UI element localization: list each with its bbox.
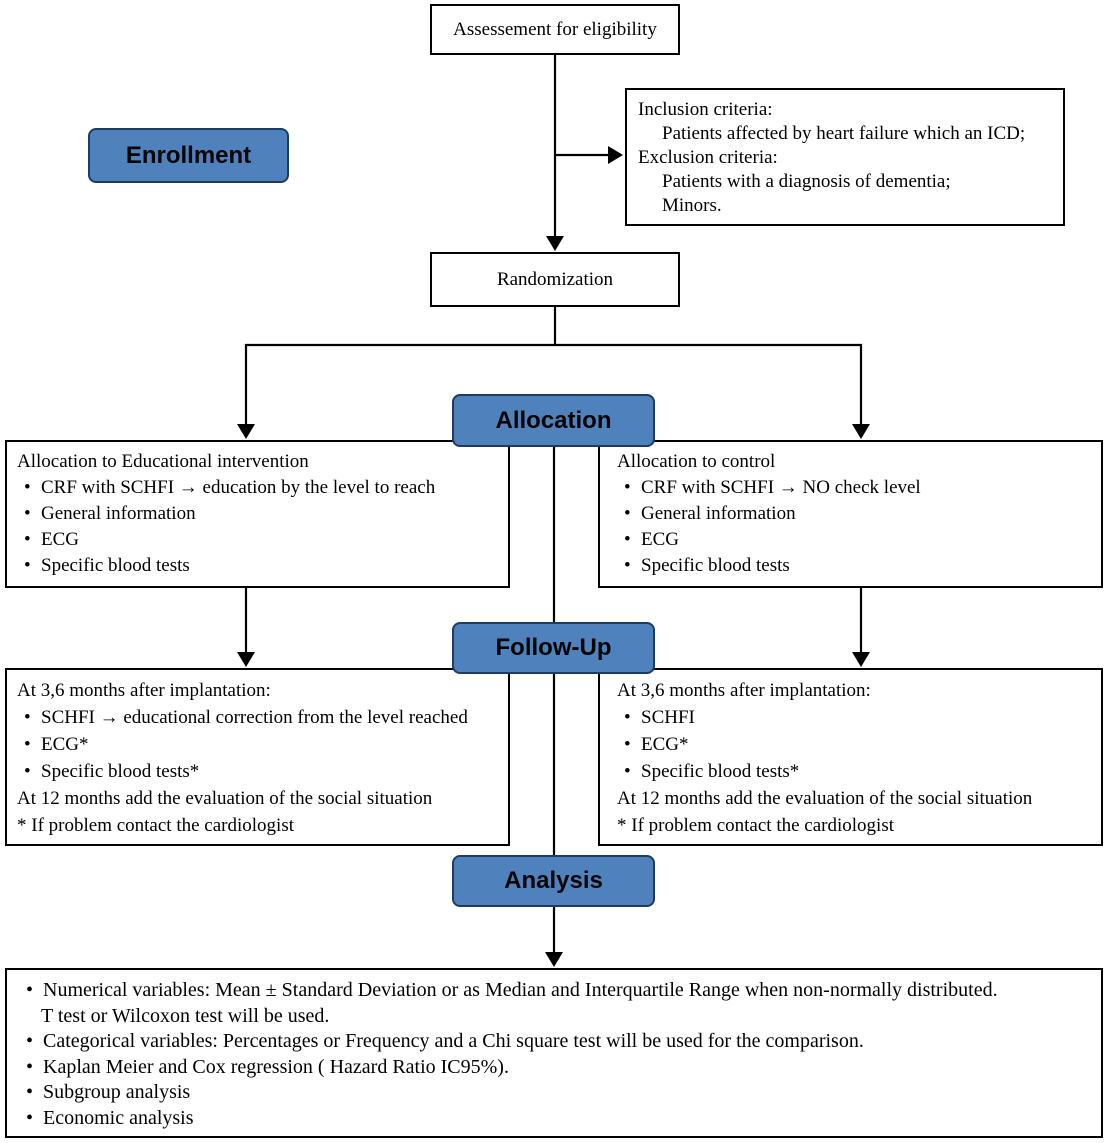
statistical-analysis-list: Numerical variables: Mean ± Standard Dev… [19, 978, 1095, 1004]
followup-intervention-list: SCHFI → educational correction from the … [17, 704, 502, 785]
list-item: CRF with SCHFI → education by the level … [17, 475, 502, 501]
list-item: ECG* [617, 731, 1095, 758]
followup-intervention-intro: At 3,6 months after implantation: [17, 680, 271, 701]
eligibility-box: Assessement for eligibility [430, 4, 680, 55]
list-item: Numerical variables: Mean ± Standard Dev… [19, 978, 1095, 1004]
inclusion-criteria-heading: Inclusion criteria: [638, 99, 773, 120]
statistical-analysis-box: Numerical variables: Mean ± Standard Dev… [5, 968, 1103, 1138]
arrow-eligibility-to-randomization [546, 55, 564, 251]
arrow-right-allocation-to-followup [852, 588, 870, 667]
list-item: General information [17, 501, 502, 527]
inclusion-criteria-item: Patients affected by heart failure which… [662, 123, 1026, 144]
list-item: Categorical variables: Percentages or Fr… [19, 1029, 1095, 1055]
randomization-box: Randomization [430, 252, 680, 307]
statistical-analysis-list: Categorical variables: Percentages or Fr… [19, 1029, 1095, 1131]
allocation-stage-label: Allocation [495, 406, 612, 434]
list-item: Specific blood tests [17, 553, 502, 579]
arrow-split-to-right-allocation [852, 344, 870, 439]
followup-intervention-box: At 3,6 months after implantation: SCHFI … [5, 668, 510, 846]
list-item: Subgroup analysis [19, 1080, 1095, 1106]
list-item: SCHFI → educational correction from the … [17, 704, 502, 731]
followup-control-intro: At 3,6 months after implantation: [617, 680, 871, 701]
list-item: ECG [617, 527, 1095, 553]
followup-intervention-note: At 12 months add the evaluation of the s… [17, 788, 433, 809]
list-item: SCHFI [617, 704, 1095, 731]
followup-intervention-footnote: * If problem contact the cardiologist [17, 815, 294, 836]
allocation-intervention-list: CRF with SCHFI → education by the level … [17, 475, 502, 579]
list-item: Economic analysis [19, 1106, 1095, 1132]
list-item: Specific blood tests* [17, 758, 502, 785]
followup-control-box: At 3,6 months after implantation: SCHFI … [598, 668, 1103, 846]
list-item: Specific blood tests* [617, 758, 1095, 785]
criteria-box: Inclusion criteria: Patients affected by… [625, 88, 1065, 226]
allocation-intervention-box: Allocation to Educational intervention C… [5, 440, 510, 588]
followup-stage-badge: Follow-Up [452, 622, 655, 674]
arrow-to-criteria-box [555, 146, 623, 164]
enrollment-stage-label: Enrollment [125, 141, 252, 169]
arrow-analysis-to-results [545, 907, 563, 967]
arrow-left-allocation-to-followup [237, 588, 255, 667]
list-item: ECG [17, 527, 502, 553]
exclusion-criteria-heading: Exclusion criteria: [638, 147, 778, 168]
list-item: CRF with SCHFI → NO check level [617, 475, 1095, 501]
list-item: Specific blood tests [617, 553, 1095, 579]
followup-control-list: SCHFI ECG* Specific blood tests* [617, 704, 1095, 785]
exclusion-criteria-item: Patients with a diagnosis of dementia; [662, 171, 951, 192]
eligibility-label: Assessement for eligibility [453, 18, 657, 40]
allocation-intervention-title: Allocation to Educational intervention [17, 451, 309, 472]
randomization-split-line [245, 307, 862, 347]
followup-control-footnote: * If problem contact the cardiologist [617, 815, 894, 836]
followup-control-note: At 12 months add the evaluation of the s… [617, 788, 1033, 809]
followup-stage-label: Follow-Up [495, 634, 612, 661]
list-item: ECG* [17, 731, 502, 758]
allocation-control-box: Allocation to control CRF with SCHFI → N… [598, 440, 1103, 588]
analysis-stage-label: Analysis [504, 867, 603, 894]
allocation-control-list: CRF with SCHFI → NO check level General … [617, 475, 1095, 579]
enrollment-stage-badge: Enrollment [88, 128, 289, 183]
arrow-split-to-left-allocation [237, 344, 255, 439]
allocation-stage-badge: Allocation [452, 394, 655, 447]
list-item-continuation: T test or Wilcoxon test will be used. [41, 1004, 330, 1027]
randomization-label: Randomization [496, 268, 614, 290]
exclusion-criteria-item: Minors. [662, 195, 722, 216]
analysis-stage-badge: Analysis [452, 855, 655, 907]
list-item: General information [617, 501, 1095, 527]
allocation-control-title: Allocation to control [617, 451, 776, 472]
list-item: Kaplan Meier and Cox regression ( Hazard… [19, 1055, 1095, 1081]
